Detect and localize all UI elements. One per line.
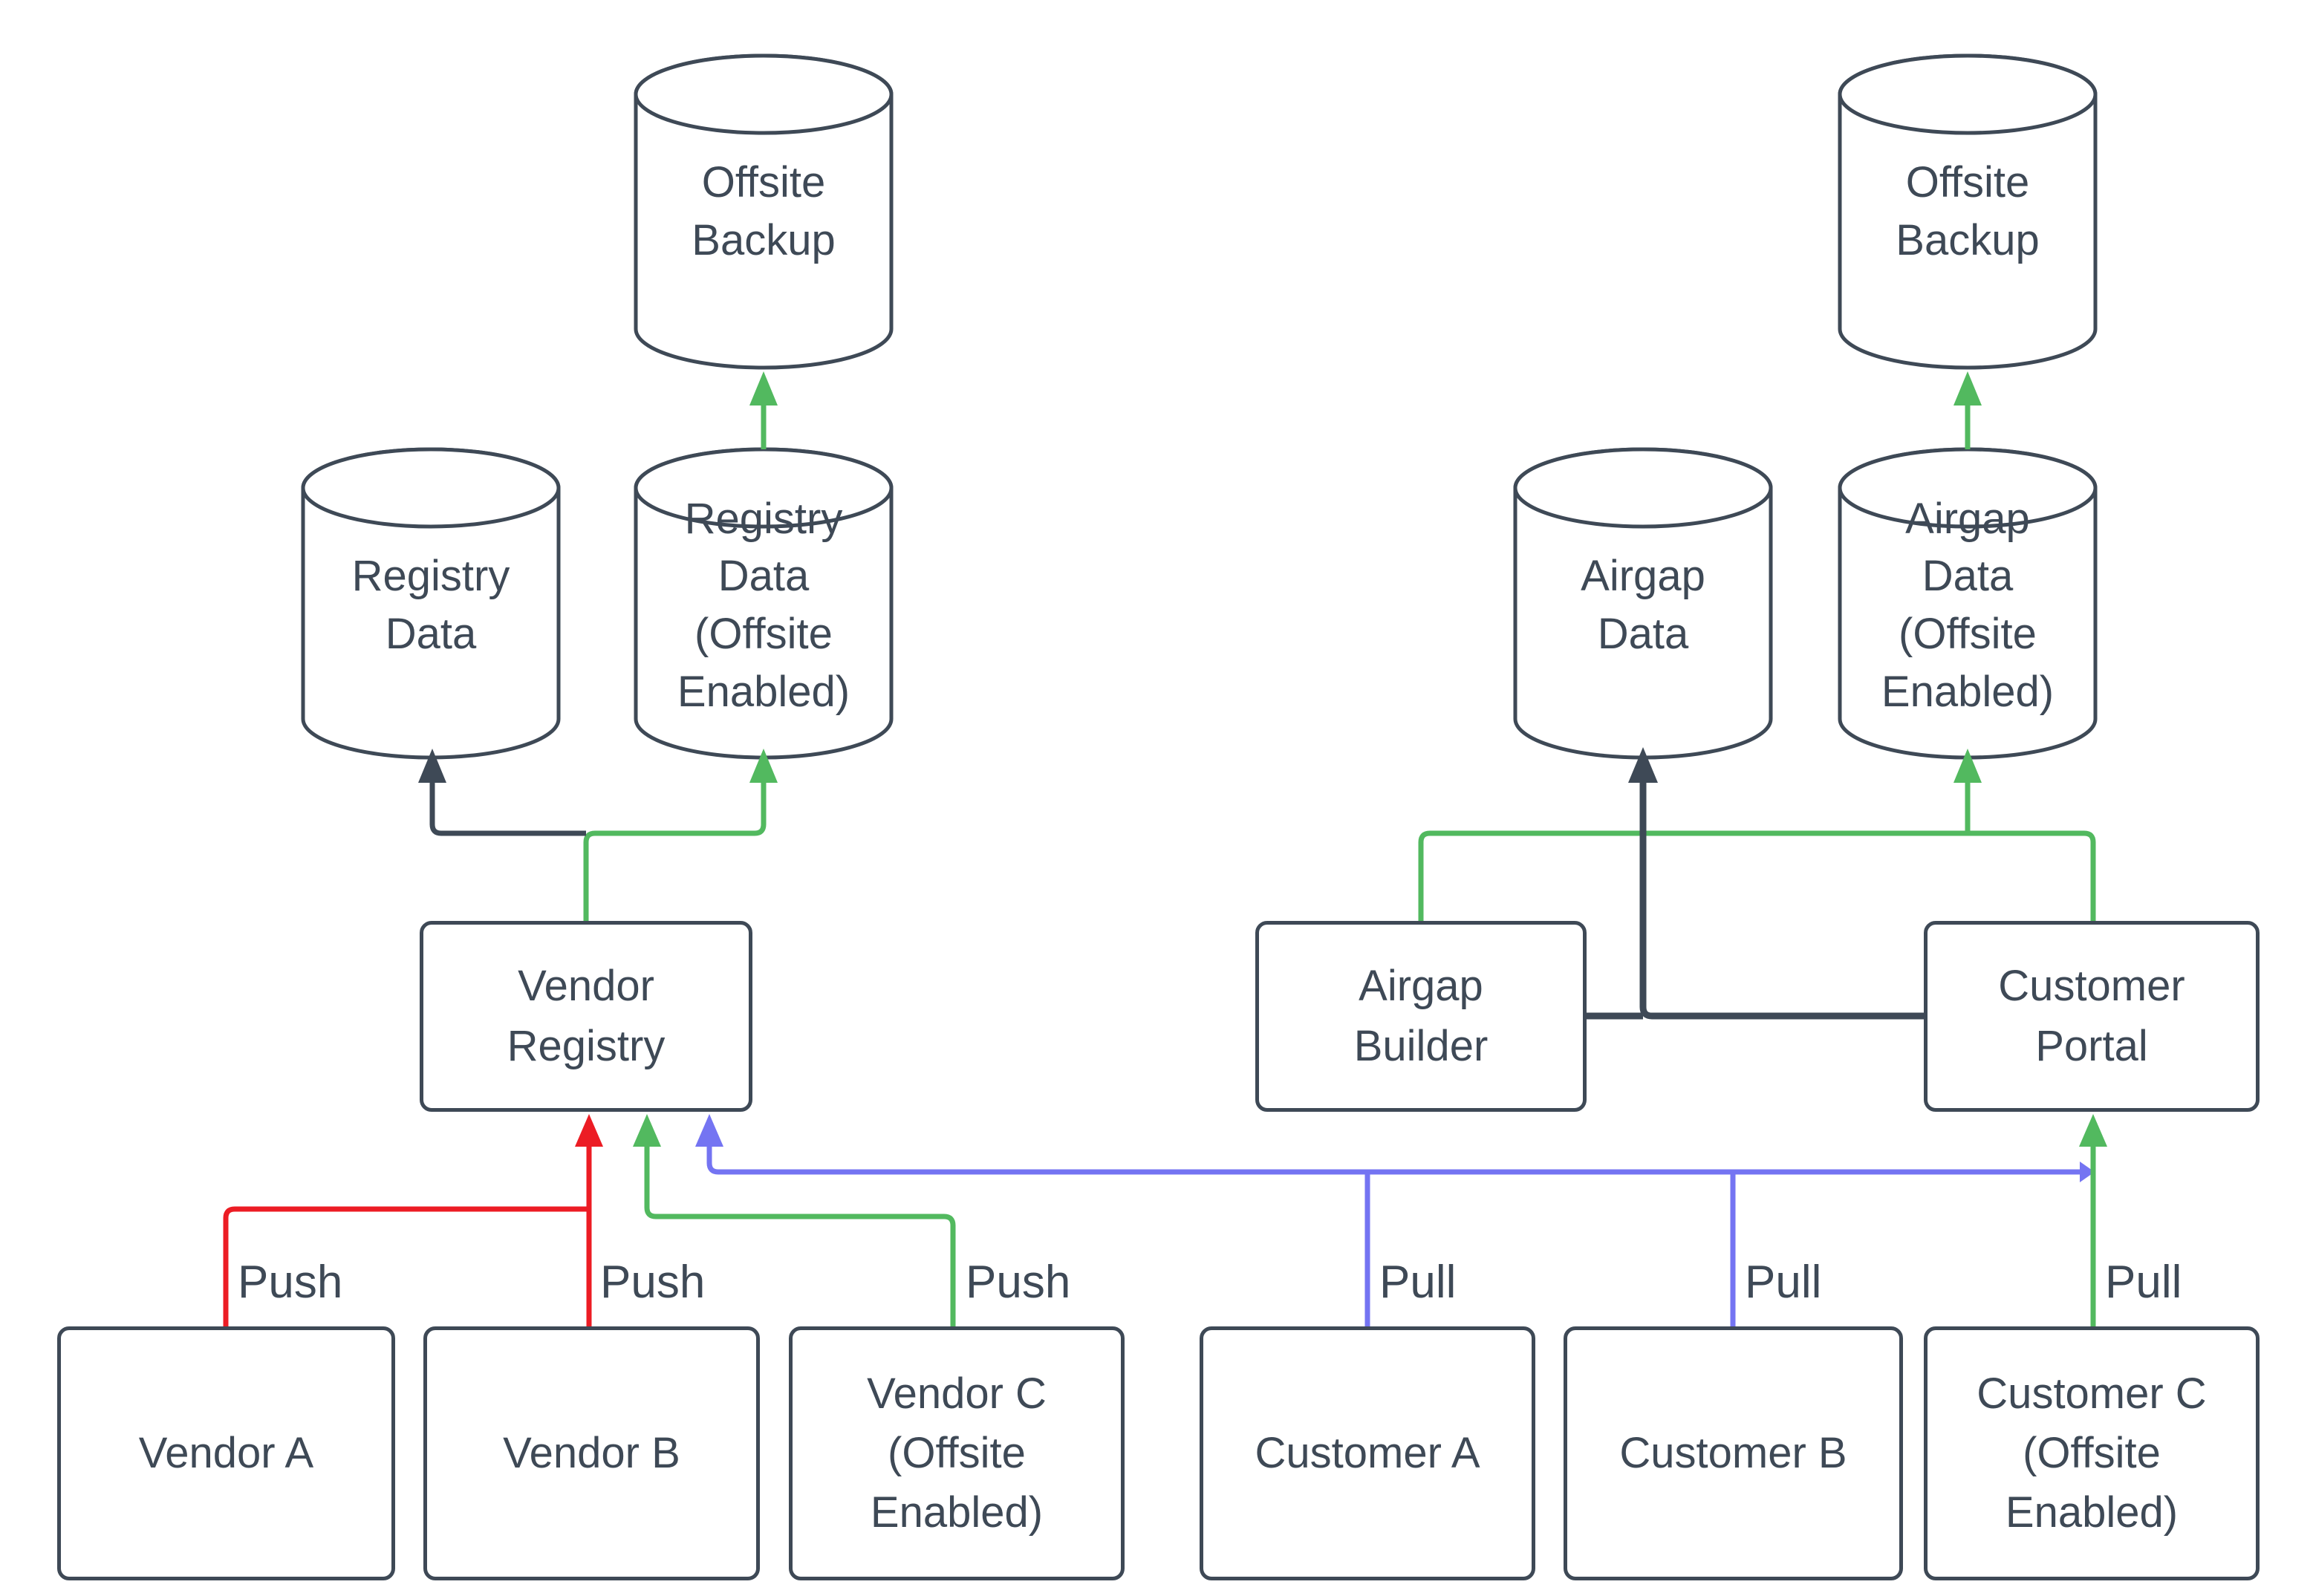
edge-registry-to-registry-data	[429, 783, 586, 836]
edge-pull-to-vendor-registry	[706, 1147, 2089, 1175]
node-customer-b: Customer B	[1564, 1326, 1903, 1580]
edge-label-push-vendor-b: Push	[600, 1257, 706, 1308]
node-customer-b-label: Customer B	[1619, 1428, 1847, 1477]
cylinder-offsite-backup-left	[634, 53, 894, 370]
node-airgap-builder-label: Airgap Builder	[1353, 962, 1489, 1070]
arrowhead-airgap-data	[1628, 747, 1658, 783]
node-customer-a: Customer A	[1200, 1326, 1535, 1580]
node-vendor-a: Vendor A	[57, 1326, 395, 1580]
arrowhead-pull-customer-c	[2079, 1114, 2107, 1147]
cylinder-airgap-data-offsite	[1838, 447, 2098, 760]
node-vendor-c-label: Vendor C (Offsite Enabled)	[867, 1369, 1047, 1537]
node-customer-c: Customer C (Offsite Enabled)	[1924, 1326, 2260, 1580]
node-vendor-a-label: Vendor A	[138, 1428, 314, 1477]
node-airgap-builder: Airgap Builder	[1255, 921, 1587, 1112]
edge-label-pull-customer-c: Pull	[2105, 1257, 2182, 1308]
arrowhead-offsite-backup-right	[1953, 371, 1982, 405]
arrowhead-push-vendor-c	[633, 1114, 661, 1147]
cylinder-offsite-backup-right	[1838, 53, 2098, 370]
node-customer-portal: Customer Portal	[1924, 921, 2260, 1112]
node-vendor-b: Vendor B	[423, 1326, 760, 1580]
edge-registry-to-registry-data-offsite	[583, 783, 767, 921]
node-vendor-registry: Vendor Registry	[420, 921, 752, 1112]
cylinder-airgap-data	[1513, 447, 1773, 760]
edge-label-push-vendor-a: Push	[238, 1257, 343, 1308]
node-vendor-b-label: Vendor B	[503, 1428, 680, 1477]
edge-builder-portal-to-airgap-offsite	[1418, 830, 2096, 921]
edge-push-vendor-c	[644, 1147, 956, 1326]
edge-push-vendor-a	[223, 1206, 589, 1326]
edge-portal-to-airgap-data	[1639, 783, 1924, 1020]
node-vendor-c: Vendor C (Offsite Enabled)	[789, 1326, 1125, 1580]
arrowhead-registry-data	[418, 749, 446, 783]
edge-label-pull-customer-b: Pull	[1745, 1257, 1822, 1308]
edge-label-pull-customer-a: Pull	[1379, 1257, 1457, 1308]
cylinder-registry-data-offsite	[634, 447, 894, 760]
node-customer-portal-label: Customer Portal	[1998, 962, 2185, 1070]
node-vendor-registry-label: Vendor Registry	[507, 962, 666, 1070]
arrowhead-push-red	[575, 1114, 603, 1147]
edge-label-push-vendor-c: Push	[966, 1257, 1071, 1308]
cylinder-registry-data	[301, 447, 561, 760]
node-customer-c-label: Customer C (Offsite Enabled)	[1977, 1369, 2207, 1537]
arrowhead-airgap-data-offsite	[1953, 749, 1982, 783]
arrowhead-pull-line-end	[2080, 1162, 2095, 1182]
arrowhead-pull-vendor-registry	[695, 1114, 723, 1147]
arrowhead-registry-data-offsite	[749, 749, 778, 783]
node-customer-a-label: Customer A	[1255, 1428, 1480, 1477]
arrowhead-offsite-backup-left	[749, 371, 778, 405]
